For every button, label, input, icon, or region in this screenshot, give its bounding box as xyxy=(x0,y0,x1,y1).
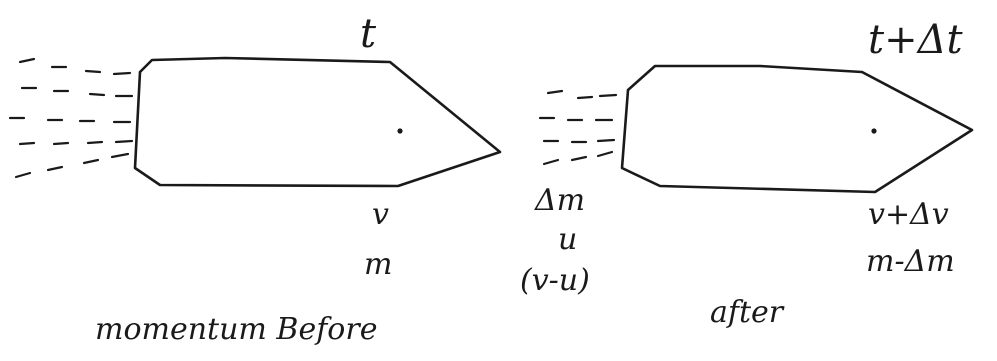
exhaust-before xyxy=(8,57,134,179)
after-caption: after xyxy=(710,295,784,330)
rocket-before xyxy=(133,56,502,188)
after-velocity-label: v+Δv xyxy=(868,197,949,232)
after-mass-label: m-Δm xyxy=(866,244,955,279)
before-time-label: t xyxy=(360,11,377,57)
exhaust-relative-label: (v-u) xyxy=(520,263,590,298)
rocket-after xyxy=(620,64,974,194)
rocket-before-body xyxy=(133,56,502,188)
rocket-before-center-dot xyxy=(397,128,403,134)
rocket-after-body xyxy=(620,64,974,194)
exhaust-after xyxy=(538,89,618,166)
before-caption: momentum Before xyxy=(95,312,378,347)
before-velocity-label: v xyxy=(372,197,389,232)
after-time-label: t+Δt xyxy=(868,17,963,63)
exhaust-speed-label: u xyxy=(558,222,578,257)
before-mass-label: m xyxy=(364,247,393,282)
exhaust-mass-label: Δm xyxy=(535,183,586,218)
rocket-after-center-dot xyxy=(871,128,877,134)
